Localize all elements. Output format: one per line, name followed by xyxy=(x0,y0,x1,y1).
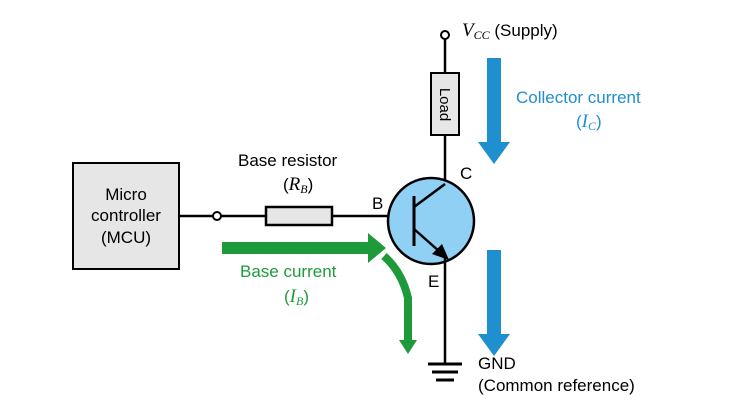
base-resistor-symbol-label: (RB) xyxy=(283,174,314,196)
mcu-label-line3: (MCU) xyxy=(100,227,152,247)
collector-terminal-label: C xyxy=(460,164,473,183)
base-resistor-symbol xyxy=(264,205,334,227)
collector-current-arrow-top-icon xyxy=(478,58,510,164)
supply-symbol: V xyxy=(462,20,474,41)
base-current-symbol-label: (IB) xyxy=(284,286,310,308)
collector-current-symbol-label: (IC) xyxy=(576,111,602,133)
supply-text: (Supply) xyxy=(494,21,558,40)
mcu-label-line1: Micro xyxy=(105,185,147,205)
mcu-label-line2: controller xyxy=(91,206,161,226)
base-resistor-label: Base resistor xyxy=(238,151,338,170)
load-box: Load xyxy=(430,72,460,136)
mcu-box: Micro controller (MCU) xyxy=(72,162,180,270)
base-current-down-arrow-icon xyxy=(399,340,417,354)
supply-label: VCC (Supply) xyxy=(462,20,558,43)
supply-terminal-dot xyxy=(440,30,450,40)
ground-label: GND xyxy=(478,354,516,373)
base-current-subscript: B xyxy=(296,294,304,308)
resistor-subscript: B xyxy=(300,182,308,196)
base-current-arrow-icon xyxy=(222,233,386,263)
collector-current-symbol: I xyxy=(581,111,588,132)
input-terminal-dot xyxy=(212,211,222,221)
load-label: Load xyxy=(436,87,454,121)
base-current-label: Base current xyxy=(240,262,337,281)
collector-current-subscript: C xyxy=(588,119,597,133)
base-current-symbol: I xyxy=(289,286,296,307)
base-terminal-label: B xyxy=(372,194,384,213)
supply-subscript: CC xyxy=(473,28,490,42)
collector-current-label: Collector current xyxy=(516,88,641,107)
resistor-symbol: R xyxy=(288,174,301,195)
ground-sublabel: (Common reference) xyxy=(478,376,635,395)
collector-current-arrow-bottom-icon xyxy=(478,250,510,356)
base-current-bend-arrow xyxy=(381,253,412,344)
emitter-terminal-label: E xyxy=(428,272,440,291)
transistor-body xyxy=(386,176,476,266)
transistor-emitter-lead xyxy=(413,228,441,253)
transistor-collector-lead xyxy=(413,182,446,209)
